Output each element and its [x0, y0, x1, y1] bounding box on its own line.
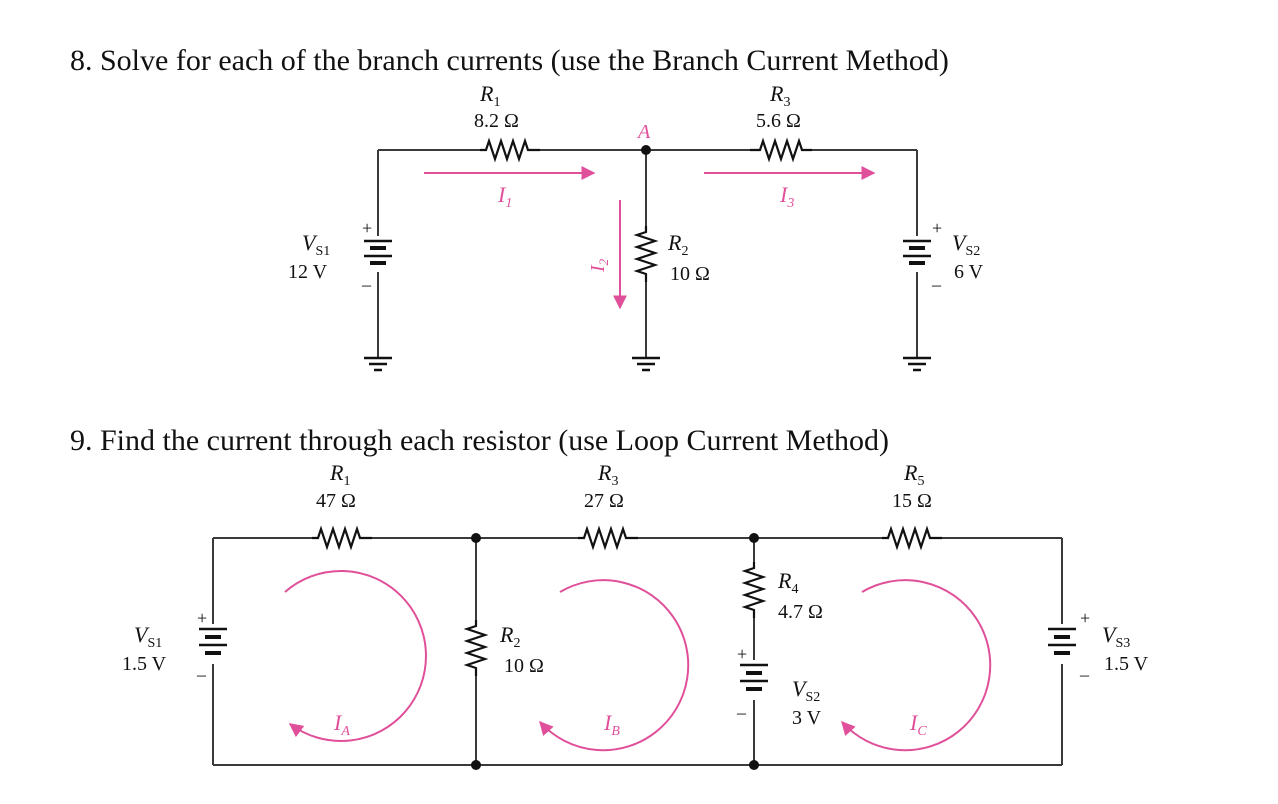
q8-ground-right	[903, 356, 931, 372]
q9-r2-value: 10 Ω	[504, 655, 544, 677]
q9-r4-name: R4	[777, 568, 798, 597]
q9-loop-current-ia	[284, 569, 427, 742]
q8-vs1-plus: +	[362, 218, 372, 238]
q9-label-ia: IA	[333, 710, 350, 739]
q8-ground-middle	[632, 356, 660, 372]
q8-label-i3: I3	[779, 182, 794, 211]
q9-resistor-r1	[312, 525, 372, 551]
q9-resistor-r4	[741, 562, 767, 618]
q9-vs1-name: VS1	[134, 622, 162, 651]
q9-vs2-plus: +	[737, 644, 747, 664]
q8-vs1-name: VS1	[302, 230, 330, 259]
question-9-heading: 9. Find the current through each resisto…	[70, 424, 889, 457]
q9-r1-name: R1	[329, 460, 350, 489]
q9-vs2-name: VS2	[792, 676, 820, 705]
q9-resistor-r5	[882, 525, 942, 551]
q8-vs2-plus: +	[932, 218, 942, 238]
circuit-q8: R1 8.2 Ω R3 5.6 Ω A I1 I3 I2 R2 10 Ω VS1…	[288, 81, 984, 372]
q8-vs2-name: VS2	[952, 230, 980, 259]
q9-vs1-minus: _	[196, 658, 207, 678]
q9-vs3-name: VS3	[1102, 622, 1130, 651]
q8-r2-value: 10 Ω	[670, 263, 710, 285]
q9-label-ib: IB	[603, 710, 620, 739]
q8-battery-vs1	[362, 236, 394, 272]
q8-vs2-value: 6 V	[954, 261, 984, 283]
q9-node-top-right	[749, 533, 759, 543]
q9-r3-value: 27 Ω	[584, 490, 624, 512]
q9-r1-value: 47 Ω	[316, 490, 356, 512]
q8-ground-left	[364, 356, 392, 372]
q9-vs2-minus: _	[736, 696, 747, 716]
q8-r3-name: R3	[769, 81, 790, 110]
q9-resistor-r3	[578, 525, 638, 551]
q9-node-bottom-right	[749, 760, 759, 770]
q8-vs1-minus: _	[361, 268, 372, 288]
q9-label-ic: IC	[909, 710, 927, 739]
q9-vs3-minus: _	[1079, 658, 1090, 678]
q8-r1-name: R1	[479, 81, 500, 110]
q9-resistor-r2	[463, 620, 489, 676]
q9-loop-current-ib	[539, 579, 690, 752]
q8-resistor-r3	[750, 137, 812, 163]
q9-r2-name: R2	[499, 622, 520, 651]
q8-label-i2: I2	[587, 258, 611, 273]
q8-node-a	[641, 145, 651, 155]
q9-vs1-value: 1.5 V	[122, 653, 167, 675]
q9-r5-name: R5	[903, 460, 924, 489]
q9-battery-vs3	[1046, 624, 1078, 664]
q9-vs2-value: 3 V	[792, 707, 822, 729]
q8-r3-value: 5.6 Ω	[756, 110, 801, 132]
q8-resistor-r1	[480, 137, 540, 163]
q9-battery-vs1	[197, 624, 229, 664]
q8-r1-value: 8.2 Ω	[474, 110, 519, 132]
q8-vs2-minus: _	[931, 268, 942, 288]
q9-vs1-plus: +	[197, 608, 207, 628]
q8-resistor-r2	[633, 226, 659, 282]
question-8-heading: 8. Solve for each of the branch currents…	[70, 44, 949, 77]
q8-node-a-label: A	[636, 121, 651, 143]
q8-battery-vs2	[901, 236, 933, 272]
q9-r3-name: R3	[597, 460, 618, 489]
q9-r5-value: 15 Ω	[892, 490, 932, 512]
q9-node-bottom-left	[471, 760, 481, 770]
q8-r2-name: R2	[667, 230, 688, 259]
q9-r4-value: 4.7 Ω	[778, 601, 823, 623]
q9-vs3-value: 1.5 V	[1104, 653, 1149, 675]
circuit-q9: R1 47 Ω R3 27 Ω R5 15 Ω R2 10 Ω R4 4.7 Ω…	[122, 460, 1149, 770]
q9-node-top-left	[471, 533, 481, 543]
q9-battery-vs2	[738, 660, 770, 700]
q8-vs1-value: 12 V	[288, 261, 328, 283]
q8-label-i1: I1	[497, 182, 512, 211]
q9-loop-current-ic	[841, 579, 992, 752]
q9-vs3-plus: +	[1080, 608, 1090, 628]
